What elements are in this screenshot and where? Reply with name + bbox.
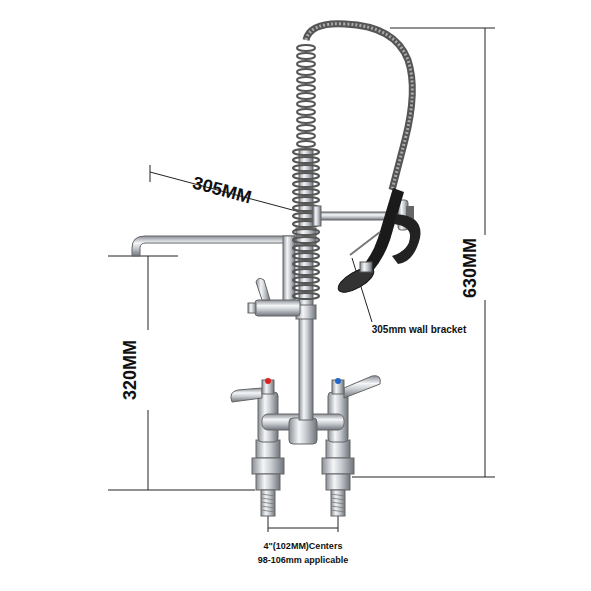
coil-turn [293, 181, 319, 187]
thread-line [261, 498, 275, 500]
thread-line [261, 502, 275, 504]
thread-line [331, 510, 345, 512]
spring-coil [293, 45, 319, 299]
coil-turn [297, 133, 315, 139]
coil-turn [293, 165, 319, 171]
coil-turn [293, 197, 319, 203]
thread-line [331, 506, 345, 508]
pot-filler-spout [132, 236, 300, 316]
dimension-lines [108, 28, 495, 532]
coil-turn [293, 149, 319, 155]
coil-turn [297, 125, 315, 131]
coil-turn [297, 101, 315, 107]
deck-shanks [252, 440, 354, 516]
coil-turn [293, 253, 319, 259]
coil-turn [293, 245, 319, 251]
thread-line [261, 494, 275, 496]
thread-line [261, 506, 275, 508]
dimension-label: 98-106mm applicable [258, 556, 349, 565]
coil-turn [297, 45, 315, 51]
coil-turn [293, 285, 319, 291]
coil-turn [297, 85, 315, 91]
spray-valve [335, 188, 421, 297]
coil-turn [297, 61, 315, 67]
thread-line [331, 494, 345, 496]
coil-turn [293, 269, 319, 275]
hose-braid [306, 24, 412, 190]
coil-turn [293, 293, 319, 299]
thread-line [331, 498, 345, 500]
coil-turn [293, 157, 319, 163]
dimension-label: 320MM [121, 340, 139, 400]
dimension-label: 305MM [191, 174, 254, 207]
dimension-label: 630MM [461, 238, 479, 298]
coil-turn [297, 53, 315, 59]
coil-turn [297, 69, 315, 75]
thread-line [331, 502, 345, 504]
coil-turn [297, 117, 315, 123]
coil-turn [293, 229, 319, 235]
callout-label: 305mm wall bracket [372, 325, 467, 335]
coil-turn [297, 109, 315, 115]
coil-turn [293, 261, 319, 267]
spray-hose [306, 24, 412, 190]
coil-turn [293, 173, 319, 179]
dimension-label: 4"(102MM)Centers [264, 542, 343, 551]
coil-turn [297, 141, 315, 147]
thread-line [261, 510, 275, 512]
coil-turn [297, 77, 315, 83]
coil-turn [297, 93, 315, 99]
coil-turn [293, 277, 319, 283]
coil-turn [293, 189, 319, 195]
coil-turn [293, 237, 319, 243]
